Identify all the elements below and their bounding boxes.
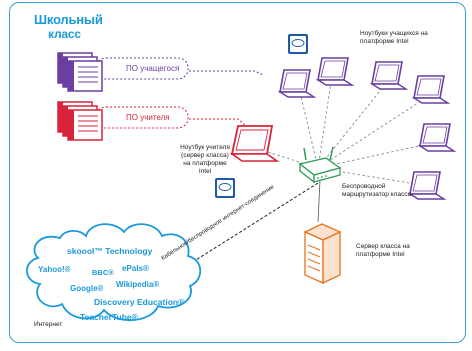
cloud-site-label: ePals® bbox=[122, 264, 149, 273]
teacher-laptop-label: Ноутбук учителя (сервер класса) на платф… bbox=[180, 144, 230, 175]
student-documents-icon bbox=[57, 52, 103, 92]
intel-badge-icon bbox=[288, 34, 308, 54]
student-software-link bbox=[113, 70, 264, 76]
internet-link bbox=[179, 182, 319, 271]
wireless-router-icon bbox=[298, 146, 342, 184]
wireless-router-label: Беспроводной маршрутизатор класса bbox=[342, 183, 412, 198]
cloud-site-label: Wikipedia® bbox=[116, 280, 160, 289]
class-server-icon bbox=[303, 223, 342, 285]
cloud-site-label: Yahoo!® bbox=[38, 265, 71, 274]
internet-cloud-icon bbox=[26, 223, 202, 322]
cloud-site-label: Google® bbox=[70, 284, 104, 293]
wireless-links bbox=[267, 81, 429, 186]
teacher-software-label: ПО учителя bbox=[126, 113, 170, 122]
cloud-site-label: skoool™ Technology bbox=[67, 246, 153, 256]
student-laptops-label: Ноутбуки учащихся на платформе Intel bbox=[360, 30, 428, 45]
cloud-site-label: TeacherTube® bbox=[80, 312, 138, 322]
student-software-label: ПО учащегося bbox=[126, 64, 180, 73]
server-link bbox=[317, 179, 321, 223]
intel-badge-icon bbox=[215, 178, 235, 198]
teacher-laptop-icon bbox=[229, 125, 280, 162]
teacher-documents-icon bbox=[57, 101, 103, 141]
internet-label: Интернет bbox=[34, 321, 63, 328]
class-server-label: Сервер класса на платформе Intel bbox=[356, 243, 410, 258]
student-laptop-icon bbox=[371, 61, 407, 90]
student-laptop-icon bbox=[279, 69, 315, 98]
student-laptop-icon bbox=[413, 75, 449, 104]
cloud-site-label: Discovery Education® bbox=[94, 297, 185, 307]
cloud-site-label: BBC® bbox=[92, 268, 114, 277]
student-laptop-icon bbox=[419, 123, 455, 152]
diagram-title-line1: Школьный bbox=[34, 12, 103, 27]
diagram-title-line2: класс bbox=[48, 27, 81, 41]
student-laptop-icon bbox=[317, 57, 353, 86]
